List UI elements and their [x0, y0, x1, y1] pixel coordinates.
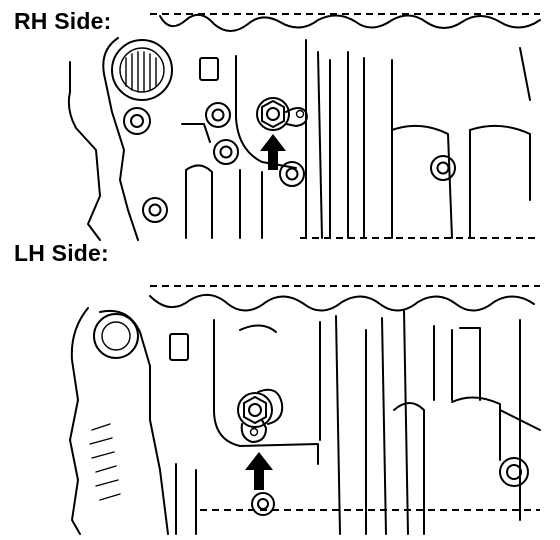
lh-side-illustration [69, 285, 541, 535]
lh-side-label: LH Side: [14, 240, 109, 266]
rh-side-label: RH Side: [14, 8, 112, 34]
lh-arrow-icon [245, 452, 273, 490]
rh-side-illustration [67, 13, 541, 241]
rh-arrow-icon [260, 134, 286, 170]
